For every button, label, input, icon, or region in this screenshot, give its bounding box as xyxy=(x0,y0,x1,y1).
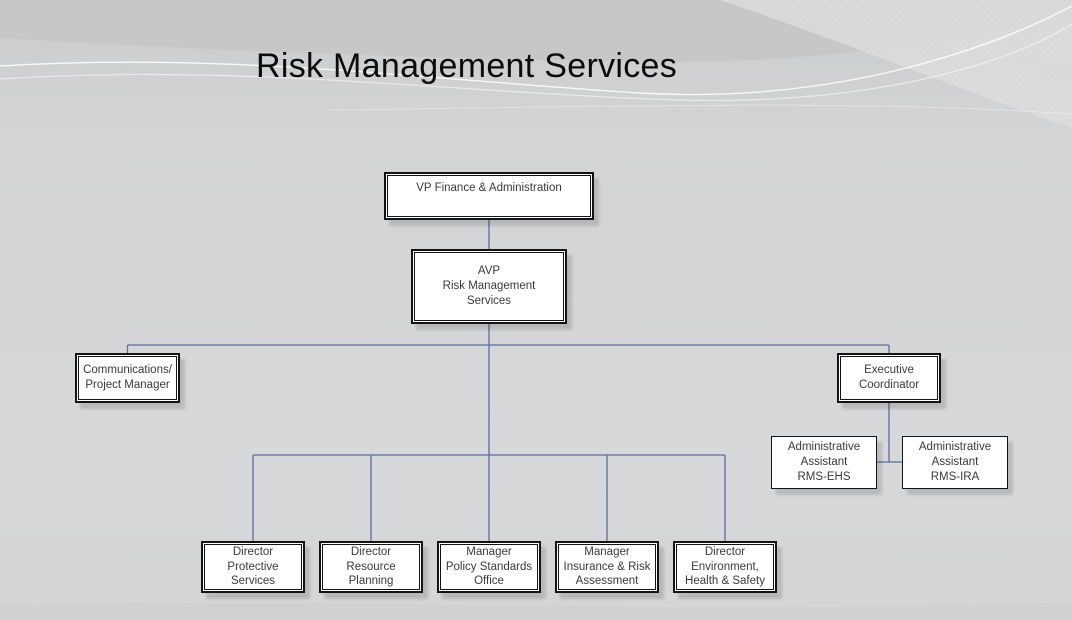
node-label: Assistant xyxy=(800,456,848,469)
node-label: Environment, xyxy=(691,560,759,573)
node-label: Services xyxy=(466,294,512,307)
node-label: Assessment xyxy=(575,575,639,588)
org-node-director-resource-planning: Director Resource Planning xyxy=(319,541,423,593)
org-node-executive-coordinator: Executive Coordinator xyxy=(837,353,941,403)
org-node-avp-risk-management-services: AVP Risk Management Services xyxy=(411,249,567,324)
node-label: Health & Safety xyxy=(685,575,765,588)
org-node-manager-insurance-risk-assessment: Manager Insurance & Risk Assessment xyxy=(555,541,659,593)
node-label: Coordinator xyxy=(858,379,920,391)
node-label: Administrative xyxy=(918,441,992,454)
node-label: Services xyxy=(230,575,276,588)
org-node-administrative-assistant-rms-ira: Administrative Assistant RMS-IRA xyxy=(902,436,1008,489)
node-label: Director xyxy=(350,545,392,558)
node-label: RMS-EHS xyxy=(797,470,851,483)
org-node-director-protective-services: Director Protective Services xyxy=(201,541,305,593)
node-label: Insurance & Risk xyxy=(563,560,651,573)
org-node-administrative-assistant-rms-ehs: Administrative Assistant RMS-EHS xyxy=(771,436,877,489)
node-label: Director xyxy=(232,545,274,558)
node-label: Assistant xyxy=(931,456,979,469)
node-label: Director xyxy=(704,545,746,558)
node-label: Project Manager xyxy=(85,379,170,391)
org-node-communications-project-manager: Communications/ Project Manager xyxy=(75,353,180,403)
node-label: RMS-IRA xyxy=(930,470,980,483)
node-label: Executive xyxy=(864,364,914,377)
node-label: Manager xyxy=(466,545,512,558)
node-label: Manager xyxy=(584,545,630,558)
node-label: Administrative xyxy=(787,441,861,454)
node-label: Risk Management xyxy=(442,280,536,293)
org-node-vp-finance-administration: VP Finance & Administration xyxy=(384,172,594,220)
node-label: Protective xyxy=(227,560,279,573)
org-node-manager-policy-standards-office: Manager Policy Standards Office xyxy=(437,541,541,593)
node-label: VP Finance & Administration xyxy=(416,182,562,194)
node-label: Planning xyxy=(348,575,394,588)
node-label: AVP xyxy=(477,265,501,278)
node-label: Policy Standards xyxy=(445,560,533,573)
node-label: Resource xyxy=(346,560,396,573)
page-title: Risk Management Services xyxy=(256,46,678,85)
node-label: Communications/ xyxy=(83,364,172,377)
node-label: Office xyxy=(474,575,504,588)
org-node-director-environment-health-safety: Director Environment, Health & Safety xyxy=(673,541,777,593)
